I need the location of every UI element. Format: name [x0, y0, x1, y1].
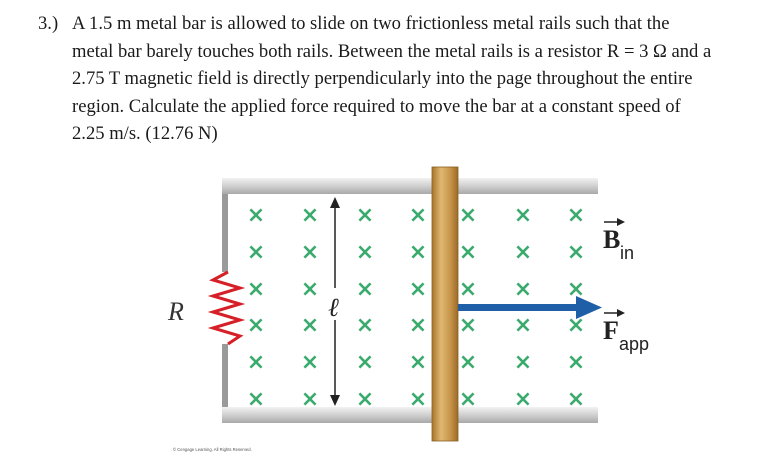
force-arrow-shaft: [458, 304, 576, 311]
field-cross: ×: [567, 277, 585, 302]
force-symbol: F: [603, 316, 619, 345]
field-cross: ×: [356, 313, 374, 338]
field-cross: ×: [356, 387, 374, 412]
field-cross: ×: [567, 203, 585, 228]
field-cross: ×: [247, 387, 265, 412]
resistor-label: R: [167, 297, 184, 326]
field-cross: ×: [301, 313, 319, 338]
field-cross: ×: [301, 203, 319, 228]
copyright-credit: © Cengage Learning. All Rights Reserved.: [173, 447, 252, 452]
problem-line-4: region. Calculate the applied force requ…: [72, 95, 681, 117]
field-cross: ×: [409, 387, 427, 412]
field-cross: ×: [514, 387, 532, 412]
field-cross: ×: [247, 277, 265, 302]
field-cross: ×: [459, 277, 477, 302]
field-cross: ×: [514, 277, 532, 302]
field-cross: ×: [459, 350, 477, 375]
field-symbol: B: [603, 225, 620, 254]
field-cross: ×: [247, 240, 265, 265]
field-cross: ×: [567, 240, 585, 265]
problem-text: A 1.5 m metal bar is allowed to slide on…: [72, 10, 762, 148]
magnetic-field-crosses: × × × × × × × × × × × × × × × × × × × × × × × × × × × × × × × × × × × × × × × ×…: [247, 203, 585, 412]
field-cross: ×: [409, 313, 427, 338]
field-cross: ×: [356, 240, 374, 265]
field-cross: ×: [301, 387, 319, 412]
field-cross: ×: [356, 277, 374, 302]
metal-bar: [431, 166, 459, 442]
field-cross: ×: [459, 240, 477, 265]
problem-line-3: 2.75 T magnetic field is directly perpen…: [72, 68, 693, 89]
field-cross: ×: [409, 240, 427, 265]
field-cross: ×: [409, 350, 427, 375]
field-cross: ×: [247, 203, 265, 228]
field-cross: ×: [409, 277, 427, 302]
problem-line-2: metal bar barely touches both rails. Bet…: [72, 40, 712, 62]
force-label: F app: [603, 309, 649, 354]
length-label: ℓ: [328, 293, 339, 323]
problem-line-5: 2.25 m/s. (12.76 N): [72, 123, 218, 144]
problem-number: 3.): [38, 13, 59, 34]
field-cross: ×: [567, 387, 585, 412]
field-cross: ×: [301, 277, 319, 302]
field-cross: ×: [514, 313, 532, 338]
field-cross: ×: [514, 240, 532, 265]
length-arrow-head-bottom: [330, 395, 340, 406]
force-subscript: app: [619, 334, 649, 354]
field-cross: ×: [247, 313, 265, 338]
field-cross: ×: [459, 203, 477, 228]
field-subscript: in: [620, 243, 634, 263]
length-arrow-head-top: [330, 197, 340, 208]
field-cross: ×: [514, 350, 532, 375]
field-cross: ×: [567, 350, 585, 375]
field-cross: ×: [409, 203, 427, 228]
field-cross: ×: [514, 203, 532, 228]
field-cross: ×: [301, 350, 319, 375]
field-cross: ×: [356, 203, 374, 228]
resistor: [207, 270, 246, 346]
problem-line-1: A 1.5 m metal bar is allowed to slide on…: [72, 13, 670, 34]
field-cross: ×: [301, 240, 319, 265]
bottom-rail: [222, 407, 598, 423]
field-cross: ×: [459, 313, 477, 338]
force-arrow-head: [576, 296, 602, 319]
top-rail: [222, 178, 598, 194]
field-cross: ×: [356, 350, 374, 375]
field-cross: ×: [459, 387, 477, 412]
field-label: B in: [603, 218, 634, 263]
field-cross: ×: [247, 350, 265, 375]
field-cross: ×: [567, 313, 585, 338]
